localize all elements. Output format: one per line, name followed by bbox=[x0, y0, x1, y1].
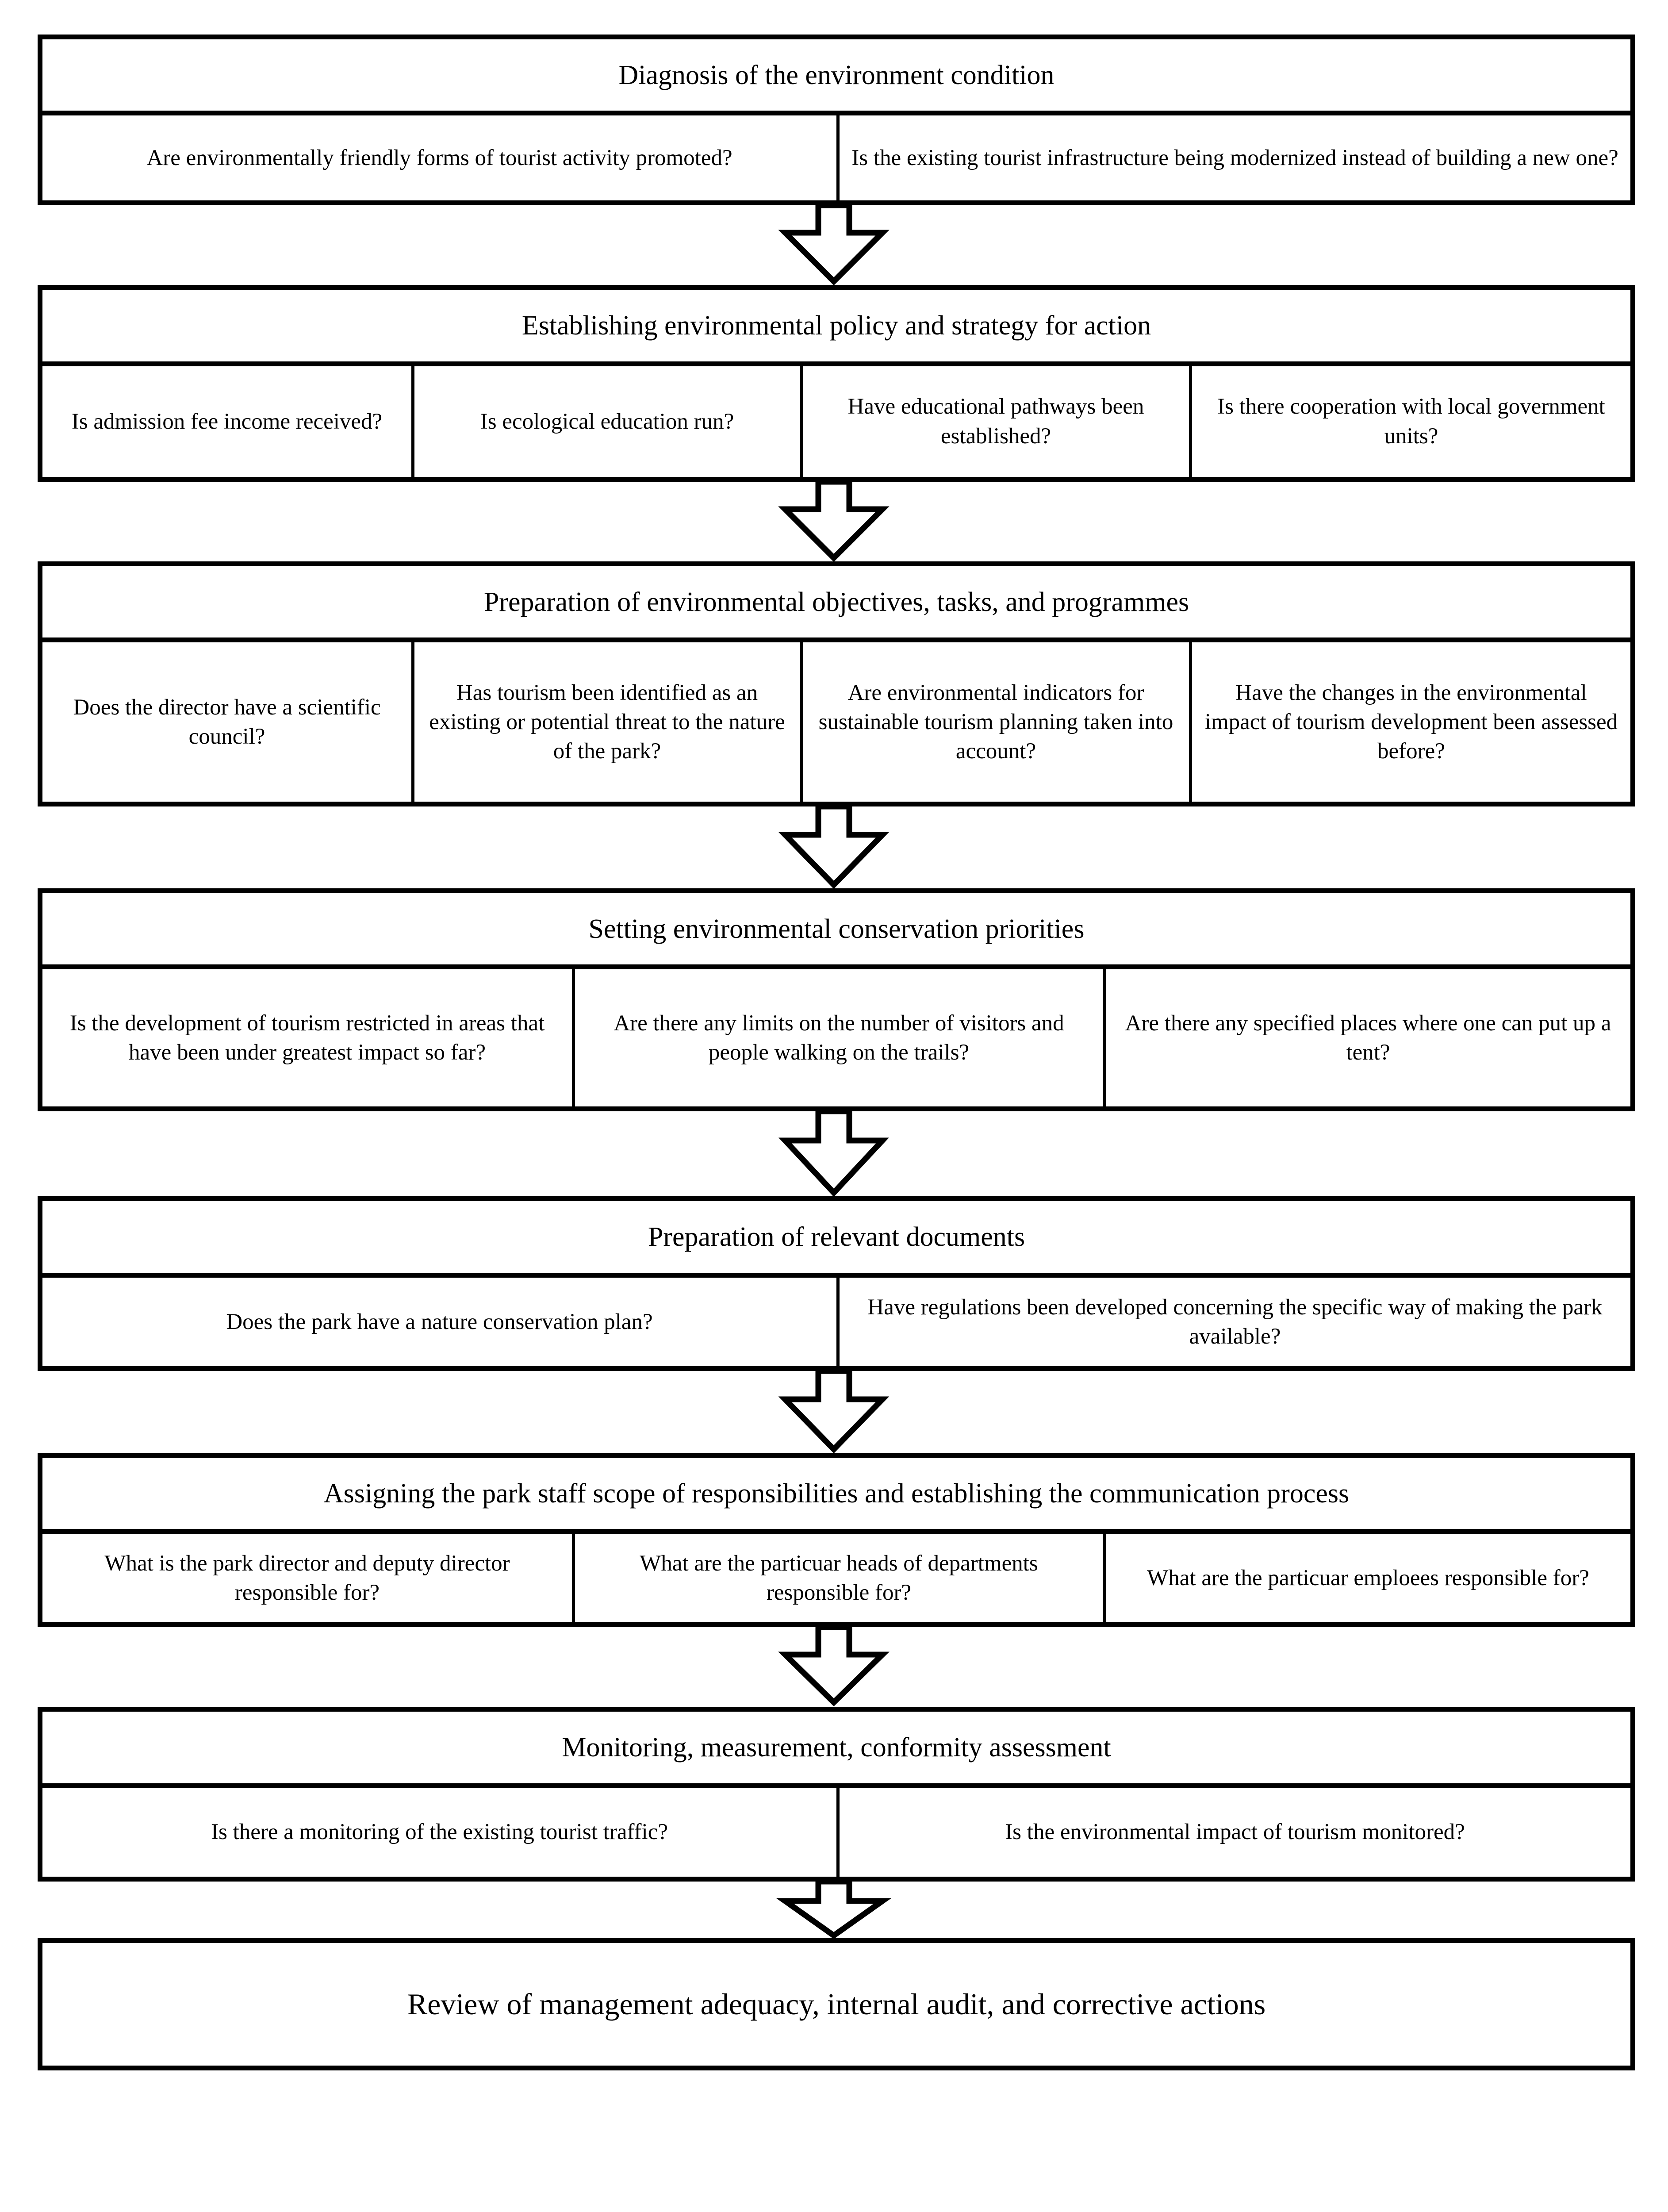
stage-questions-1: Are environmentally friendly forms of to… bbox=[42, 115, 1630, 201]
question-cell: What are the particuar emploees responsi… bbox=[1103, 1534, 1630, 1623]
connector-arrow-1 bbox=[38, 205, 1635, 285]
connector-arrow-5 bbox=[38, 1371, 1635, 1453]
stage-questions-2: Is admission fee income received? Is eco… bbox=[42, 366, 1630, 477]
question-cell: Is the existing tourist infrastructure b… bbox=[836, 115, 1630, 201]
question-cell: Is there a monitoring of the existing to… bbox=[211, 1820, 668, 1845]
question-cell: What is the park director and deputy dir… bbox=[104, 1551, 510, 1605]
question-cell: What are the particuar heads of departme… bbox=[572, 1534, 1103, 1623]
connector-arrow-4 bbox=[38, 1111, 1635, 1197]
stage-title-6: Assigning the park staff scope of respon… bbox=[42, 1458, 1630, 1534]
question-cell: Is there cooperation with local governme… bbox=[1189, 366, 1630, 477]
connector-arrow-7 bbox=[38, 1881, 1635, 1938]
down-arrow-icon bbox=[778, 205, 890, 285]
question-cell: Are there any specified places where one… bbox=[1103, 969, 1630, 1107]
question-cell: Are environmentally friendly forms of to… bbox=[146, 146, 732, 171]
stage-title-1: Diagnosis of the environment condition bbox=[42, 39, 1630, 116]
stage-questions-5: Does the park have a nature conservation… bbox=[42, 1277, 1630, 1366]
stage-questions-7: Is there a monitoring of the existing to… bbox=[42, 1788, 1630, 1877]
connector-arrow-3 bbox=[38, 806, 1635, 889]
stage-block-7: Monitoring, measurement, conformity asse… bbox=[38, 1707, 1635, 1882]
stage-title-4: Setting environmental conservation prior… bbox=[42, 893, 1630, 970]
connector-arrow-2 bbox=[38, 481, 1635, 561]
flowchart-container: Diagnosis of the environment condition A… bbox=[38, 35, 1635, 2070]
down-arrow-icon bbox=[778, 1627, 890, 1706]
question-cell: Is ecological education run? bbox=[411, 366, 800, 477]
question-cell: Have regulations been developed concerni… bbox=[836, 1277, 1630, 1366]
question-cell: Is admission fee income received? bbox=[71, 409, 383, 434]
stage-title-7: Monitoring, measurement, conformity asse… bbox=[42, 1712, 1630, 1788]
stage-questions-3: Does the director have a scientific coun… bbox=[42, 642, 1630, 802]
question-cell: Are there any limits on the number of vi… bbox=[572, 969, 1103, 1107]
stage-title-5: Preparation of relevant documents bbox=[42, 1201, 1630, 1278]
down-arrow-icon bbox=[776, 1881, 892, 1938]
stage-title-8: Review of management adequacy, internal … bbox=[407, 1987, 1266, 2021]
stage-block-2: Establishing environmental policy and st… bbox=[38, 285, 1635, 482]
stage-questions-6: What is the park director and deputy dir… bbox=[42, 1534, 1630, 1623]
connector-arrow-6 bbox=[38, 1627, 1635, 1707]
stage-block-3: Preparation of environmental objectives,… bbox=[38, 561, 1635, 807]
question-cell: Is the development of tourism restricted… bbox=[69, 1011, 545, 1065]
question-cell: Does the park have a nature conservation… bbox=[226, 1309, 653, 1334]
question-cell: Has tourism been identified as an existi… bbox=[411, 642, 800, 802]
stage-title-2: Establishing environmental policy and st… bbox=[42, 290, 1630, 366]
stage-title-3: Preparation of environmental objectives,… bbox=[42, 566, 1630, 643]
stage-block-6: Assigning the park staff scope of respon… bbox=[38, 1452, 1635, 1628]
question-cell: Is the environmental impact of tourism m… bbox=[836, 1788, 1630, 1877]
stage-block-4: Setting environmental conservation prior… bbox=[38, 888, 1635, 1112]
stage-questions-4: Is the development of tourism restricted… bbox=[42, 969, 1630, 1107]
stage-block-5: Preparation of relevant documents Does t… bbox=[38, 1196, 1635, 1371]
question-cell: Are environmental indicators for sustain… bbox=[800, 642, 1189, 802]
down-arrow-icon bbox=[778, 481, 890, 561]
down-arrow-icon bbox=[778, 1111, 889, 1197]
down-arrow-icon bbox=[778, 1371, 890, 1453]
down-arrow-icon bbox=[778, 806, 890, 889]
question-cell: Have educational pathways been establish… bbox=[800, 366, 1189, 477]
question-cell: Have the changes in the environmental im… bbox=[1189, 642, 1630, 802]
question-cell: Does the director have a scientific coun… bbox=[73, 695, 381, 749]
stage-block-8: Review of management adequacy, internal … bbox=[38, 1938, 1635, 2070]
stage-block-1: Diagnosis of the environment condition A… bbox=[38, 35, 1635, 206]
